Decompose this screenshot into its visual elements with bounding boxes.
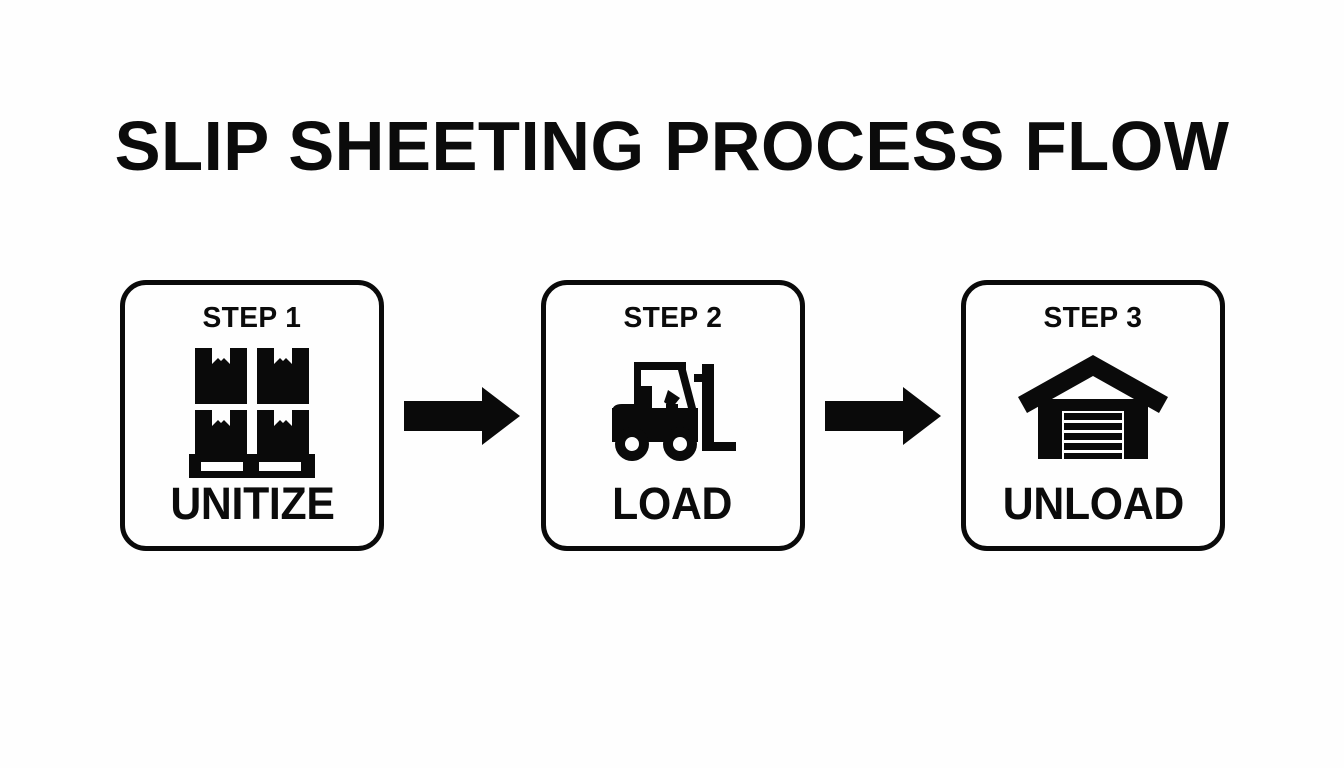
step-number-label: STEP 3	[1043, 302, 1143, 334]
step-name-label: LOAD	[612, 478, 733, 529]
palletized-boxes-icon	[193, 346, 311, 468]
step-name-label: UNITIZE	[169, 478, 335, 529]
step-icon-container	[125, 334, 379, 480]
pallet-base-icon	[189, 454, 315, 478]
step-card-unload[interactable]: STEP 3	[961, 280, 1225, 551]
step-name-label: UNLOAD	[1002, 478, 1184, 529]
arrow-right-icon-2	[824, 386, 942, 445]
step-icon-container	[546, 334, 800, 480]
page-title: SLIP SHEETING PROCESS FLOW	[114, 107, 1230, 185]
step-icon-container	[966, 334, 1220, 480]
step-number-label: STEP 1	[202, 302, 302, 334]
step-card-unitize[interactable]: STEP 1	[120, 280, 384, 551]
warehouse-icon	[1018, 353, 1168, 461]
forklift-icon	[610, 346, 736, 468]
step-card-load[interactable]: STEP 2	[540, 280, 805, 551]
process-flow-row: STEP 1	[120, 280, 1225, 551]
step-number-label: STEP 2	[623, 302, 722, 334]
arrow-right-icon-1	[403, 386, 521, 445]
